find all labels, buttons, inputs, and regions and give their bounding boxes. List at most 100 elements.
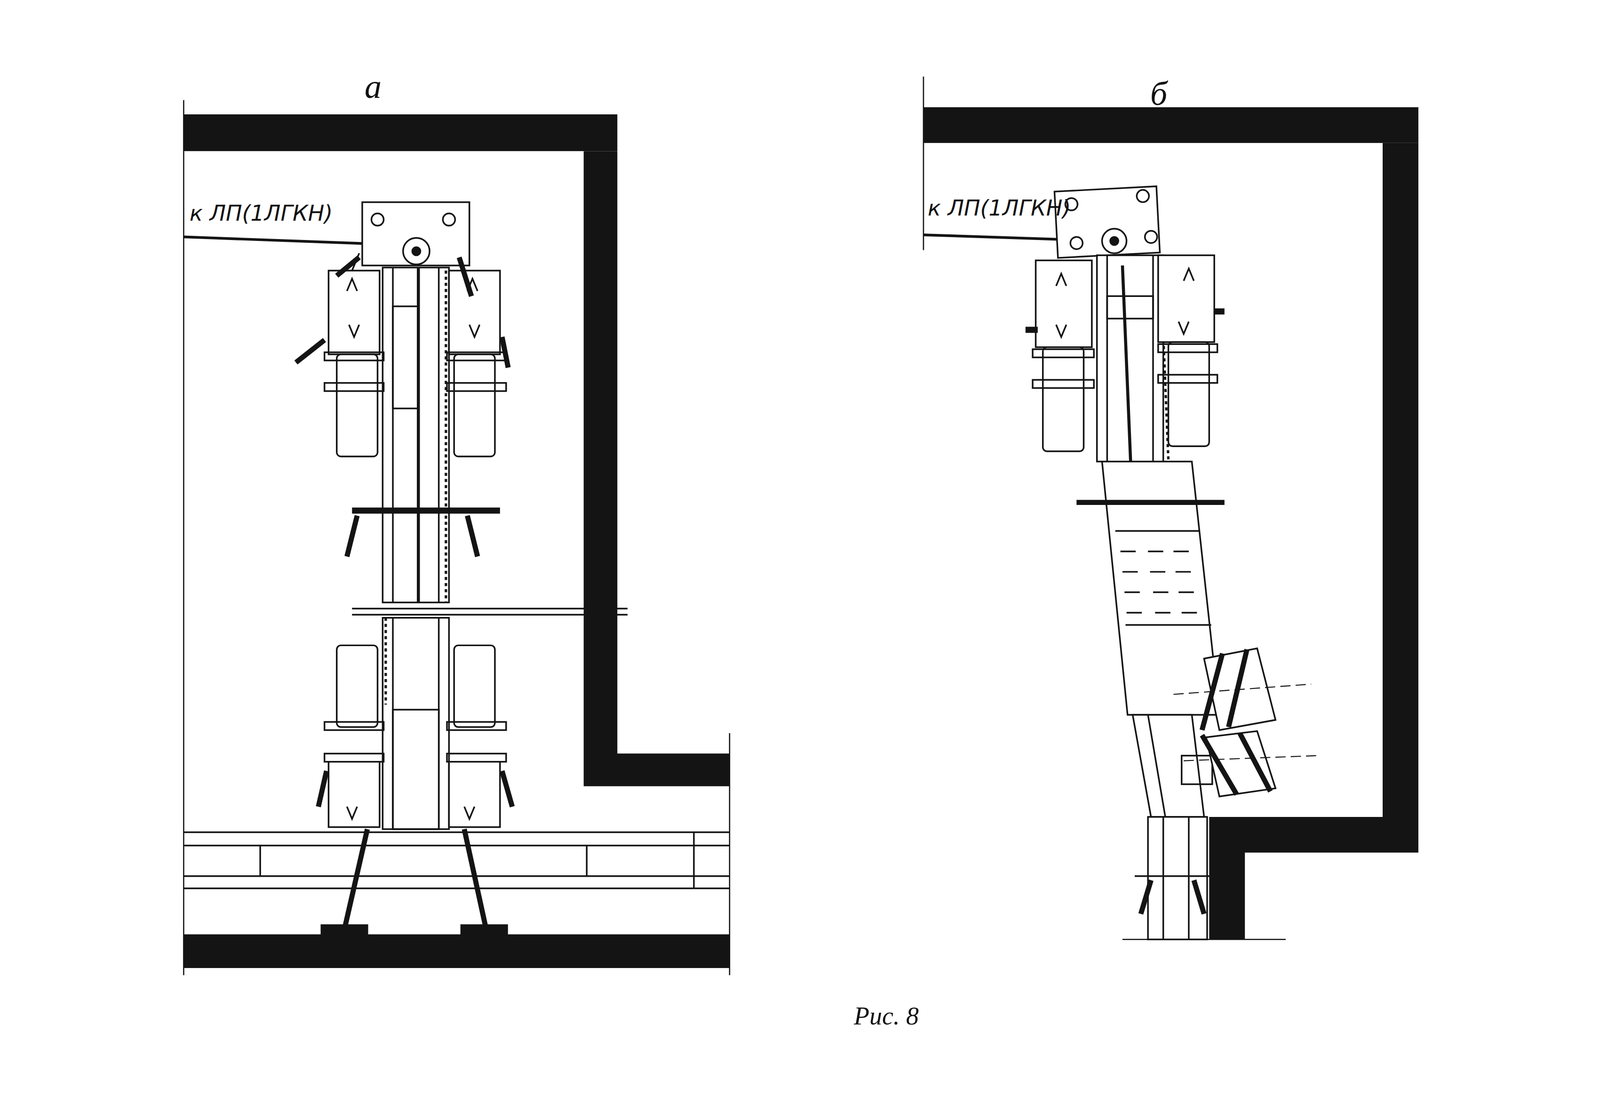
motor-part [1201, 734, 1237, 795]
mounting-plate-part [1145, 230, 1158, 243]
axis-line [183, 100, 185, 976]
wall-part [1209, 143, 1419, 940]
conveyor-part [692, 831, 695, 888]
motor-part [328, 270, 380, 355]
column-part [382, 617, 449, 829]
motor-part [295, 340, 325, 363]
housing-part [1115, 530, 1201, 532]
mounting-plate-part [371, 213, 384, 226]
motor-part [1168, 342, 1210, 446]
wall-part [583, 151, 730, 787]
motor-part [336, 644, 378, 727]
motor-part [459, 257, 472, 296]
conveyor [183, 831, 730, 888]
motor-part [328, 761, 380, 828]
mounting-plate [362, 202, 470, 266]
column-part [382, 267, 449, 603]
conveyor-part [259, 845, 261, 876]
housing-part [1125, 623, 1211, 626]
wall-part [923, 107, 1419, 144]
column-part [392, 306, 419, 409]
motor-part [501, 770, 513, 807]
bracket [346, 510, 500, 557]
column-part [351, 607, 628, 610]
bracket-part [346, 515, 358, 557]
motor-part [1214, 308, 1225, 315]
mounting-plate-part [412, 246, 421, 255]
motor [446, 644, 513, 827]
motor-part [318, 770, 327, 807]
column-part [351, 613, 628, 616]
housing-part [1076, 499, 1225, 505]
mounting-plate-part [442, 213, 455, 226]
column-part [1122, 265, 1131, 462]
support-leg [321, 828, 508, 934]
motor-part [446, 382, 507, 391]
axis-line [729, 732, 731, 975]
connection-note: к ЛП(1ЛГКН) [927, 196, 1071, 221]
panel-letter: а [364, 68, 382, 106]
column-part [384, 617, 387, 705]
bracket-part [467, 515, 478, 557]
column-part [392, 709, 439, 829]
column-part [444, 270, 447, 603]
column-part [1134, 875, 1220, 877]
motor-part [336, 257, 360, 276]
motor-part [1173, 684, 1312, 695]
motor-part [453, 644, 495, 727]
conveyor-part [585, 845, 588, 876]
wall [923, 107, 1419, 940]
mounting-plate-part [1070, 236, 1083, 249]
motor-part [446, 352, 507, 361]
column-part [1187, 816, 1190, 940]
motor-part [453, 354, 495, 457]
motor-part [1239, 732, 1271, 792]
motor [1025, 260, 1094, 452]
motor-part [501, 336, 509, 368]
support-leg-part [321, 924, 368, 935]
conveyor-part [183, 875, 730, 877]
panel-a [183, 100, 730, 976]
motor-part [324, 352, 384, 361]
motor-part [1158, 254, 1215, 342]
motor-part [1178, 268, 1195, 335]
motor-part [1056, 273, 1067, 338]
column-part [1194, 879, 1205, 914]
figure-caption: Рис. 8 [853, 1002, 919, 1030]
support-leg-part [344, 828, 368, 927]
housing-part [1102, 461, 1220, 715]
column-part [1097, 254, 1164, 462]
column-part [1132, 714, 1205, 817]
column [351, 267, 628, 829]
conveyor-part [183, 844, 730, 846]
motor [1158, 254, 1225, 446]
motor-part [346, 806, 358, 819]
motor-part [464, 806, 475, 819]
panel-b [923, 76, 1419, 940]
motor-part [1032, 349, 1094, 358]
motor-part [1025, 326, 1038, 333]
conveyor-part [183, 831, 730, 833]
column-part [1147, 816, 1208, 940]
motor-part [336, 354, 378, 457]
motor-part [1035, 260, 1092, 347]
column-part [1106, 295, 1154, 319]
motor-part [1158, 343, 1218, 352]
column [1132, 714, 1220, 940]
mounting-plate-part [403, 238, 430, 265]
housing [1076, 461, 1225, 715]
panel-letter: б [1150, 75, 1168, 113]
mounting-plate-part [1136, 190, 1149, 203]
column-part [1162, 816, 1164, 940]
bracket-part [351, 507, 501, 514]
wall [183, 114, 730, 968]
support-leg-part [464, 828, 486, 927]
motor-part [446, 721, 507, 730]
wall-part [183, 933, 730, 968]
column-part [1106, 254, 1108, 462]
column-part [1147, 714, 1166, 817]
motor-part [1183, 755, 1317, 761]
motor-part [446, 753, 507, 762]
motor-part [346, 278, 359, 337]
